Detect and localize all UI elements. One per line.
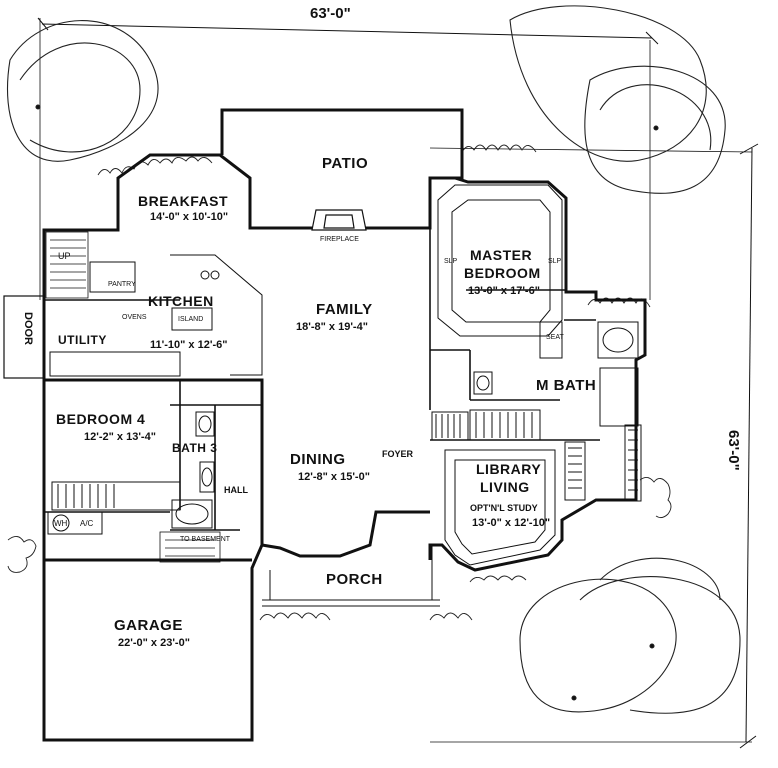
library-label-2: LIVING bbox=[480, 479, 530, 495]
family-size: 18'-8" x 19'-4" bbox=[296, 321, 368, 333]
foyer-label: FOYER bbox=[382, 449, 414, 459]
patio-label: PATIO bbox=[322, 155, 369, 172]
fireplace bbox=[311, 209, 367, 231]
depth-dimension-label: 63'-0" bbox=[725, 430, 742, 471]
master-bedroom-label-1: MASTER bbox=[470, 247, 533, 263]
m-bath-label: M BATH bbox=[536, 377, 597, 394]
bath-fixtures bbox=[171, 321, 639, 529]
bedroom4-size: 12'-2" x 13'-4" bbox=[84, 431, 156, 443]
porch-label: PORCH bbox=[326, 571, 383, 588]
width-dimension-label: 63'-0" bbox=[310, 5, 351, 22]
master-bedroom-size: 13'-0" x 17'-6" bbox=[468, 285, 540, 297]
hall-label: HALL bbox=[224, 485, 248, 495]
slp-label-1: SLP bbox=[444, 258, 458, 265]
ac-label: A/C bbox=[80, 519, 94, 528]
library-subtitle: OPT'N'L STUDY bbox=[470, 503, 538, 513]
kitchen-counters bbox=[49, 254, 263, 377]
door-tag-label: DOOR bbox=[22, 312, 34, 345]
porch-lines bbox=[3, 295, 440, 607]
ovens-label: OVENS bbox=[122, 314, 147, 321]
wh-label: WH bbox=[54, 519, 68, 528]
shrubs bbox=[7, 144, 672, 621]
garage-label: GARAGE bbox=[114, 617, 183, 634]
bath3-label: BATH 3 bbox=[172, 441, 218, 455]
slp-label-2: SLP bbox=[548, 258, 562, 265]
library-label-1: LIBRARY bbox=[476, 461, 542, 477]
kitchen-size: 11'-10" x 12'-6" bbox=[150, 339, 228, 351]
interior-walls bbox=[44, 228, 600, 531]
stairs bbox=[45, 231, 221, 563]
seat-label: SEAT bbox=[546, 334, 564, 341]
fireplace-label: FIREPLACE bbox=[320, 236, 359, 243]
dining-label: DINING bbox=[290, 451, 346, 468]
garage-doors bbox=[47, 511, 210, 741]
library-bay bbox=[444, 449, 556, 566]
master-bedroom-label-2: BEDROOM bbox=[464, 265, 541, 281]
island-label: ISLAND bbox=[178, 316, 204, 323]
bedroom4-label: BEDROOM 4 bbox=[56, 411, 146, 427]
family-label: FAMILY bbox=[316, 301, 373, 318]
library-size: 13'-0" x 12'-10" bbox=[472, 517, 551, 529]
dining-size: 12'-8" x 15'-0" bbox=[298, 471, 370, 483]
breakfast-label: BREAKFAST bbox=[138, 193, 229, 209]
breakfast-size: 14'-0" x 10'-10" bbox=[150, 211, 229, 223]
garage-size: 22'-0" x 23'-0" bbox=[118, 637, 190, 649]
closets-hatching bbox=[51, 409, 642, 511]
to-basement-label: TO BASEMENT bbox=[180, 536, 231, 543]
up-label: UP bbox=[58, 251, 71, 261]
pantry-label: PANTRY bbox=[108, 281, 136, 288]
kitchen-label: KITCHEN bbox=[148, 293, 214, 309]
utility-label: UTILITY bbox=[58, 333, 107, 347]
trees bbox=[6, 5, 741, 714]
overall-dimension-lines bbox=[37, 17, 759, 749]
